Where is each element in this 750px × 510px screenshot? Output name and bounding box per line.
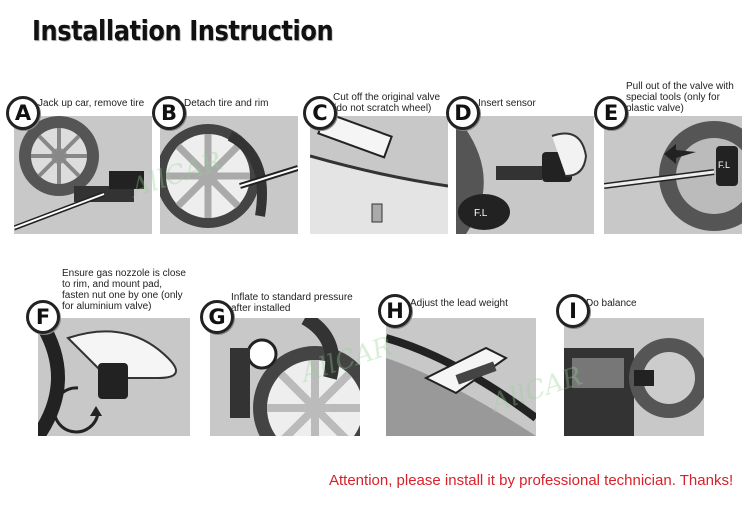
step-illustration-d: F.L xyxy=(456,116,594,234)
valve-removal-tool-illustration: F.L xyxy=(604,121,742,231)
attention-notice: Attention, please install it by professi… xyxy=(329,472,734,489)
step-badge-c: C xyxy=(303,96,337,130)
step-label-e: Pull out of the valve with special tools… xyxy=(626,81,734,114)
step-label-g: Inflate to standard pressure after insta… xyxy=(231,292,353,314)
sensor-insert-illustration: F.L xyxy=(456,116,588,234)
step-label-d: Insert sensor xyxy=(478,98,536,109)
inflation-illustration xyxy=(230,318,360,436)
step-illustration-h xyxy=(386,318,536,436)
sensor-marking-e: F.L xyxy=(718,160,730,170)
step-illustration-c xyxy=(310,116,448,234)
balancing-machine-illustration xyxy=(564,338,704,436)
step-illustration-e: F.L xyxy=(604,116,742,234)
lead-weight-illustration xyxy=(386,334,536,436)
step-badge-g: G xyxy=(200,300,234,334)
step-illustration-a xyxy=(14,116,152,234)
wheel-illustration xyxy=(160,124,298,228)
step-label-h: Adjust the lead weight xyxy=(410,298,508,309)
nut-fastening-illustration xyxy=(38,318,177,436)
step-label-b: Detach tire and rim xyxy=(184,98,269,109)
step-badge-b: B xyxy=(152,96,186,130)
step-label-c: Cut off the original valve (do not scrat… xyxy=(333,92,441,114)
valve-cutting-illustration xyxy=(310,116,448,234)
step-badge-h: H xyxy=(378,294,412,328)
step-badge-f: F xyxy=(26,300,60,334)
step-illustration-b xyxy=(160,116,298,234)
step-badge-i: I xyxy=(556,294,590,328)
sensor-marking: F.L xyxy=(474,208,488,219)
step-illustration-i xyxy=(564,318,704,436)
page-title: Installation Instruction xyxy=(32,14,334,47)
step-illustration-g xyxy=(210,318,360,436)
step-badge-e: E xyxy=(594,96,628,130)
step-label-i: Do balance xyxy=(586,298,637,309)
step-label-a: Jack up car, remove tire xyxy=(38,98,145,109)
step-badge-a: A xyxy=(6,96,40,130)
car-jack-illustration xyxy=(14,116,144,231)
step-label-f: Ensure gas nozzole is close to rim, and … xyxy=(62,268,186,312)
step-illustration-f xyxy=(38,318,190,436)
step-badge-d: D xyxy=(446,96,480,130)
